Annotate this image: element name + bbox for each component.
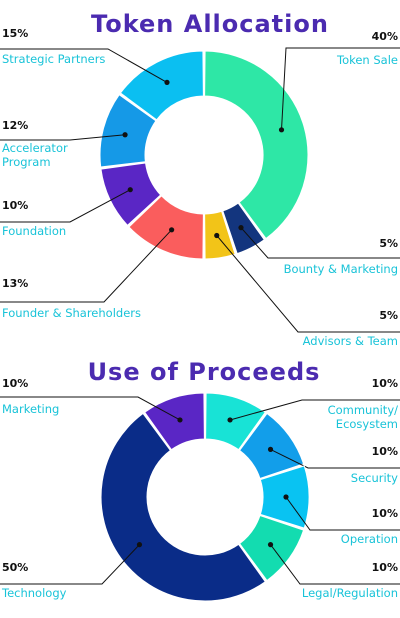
slice-founder-shareholders-leader-line	[0, 229, 172, 303]
chart-title-use-of-proceeds: Use of Proceeds	[88, 358, 321, 386]
slice-technology-category-label: Technology	[1, 586, 67, 600]
slice-technology-leader-line	[0, 544, 140, 585]
slice-legal-regulation-leader-line	[270, 544, 400, 585]
slice-token-sale-leader-line	[281, 47, 400, 130]
slice-community-ecosystem-leader-line	[229, 399, 400, 421]
slice-legal-regulation-category-label: Legal/Regulation	[302, 586, 398, 600]
slice-security-percent-label: 10%	[372, 445, 398, 458]
slice-accelerator-program-percent-label: 12%	[2, 119, 28, 132]
slice-community-ecosystem	[205, 392, 266, 451]
slice-operation-leader-line	[285, 496, 400, 531]
slice-legal-regulation-percent-label: 10%	[372, 561, 398, 574]
slice-advisors-team	[204, 210, 236, 260]
slice-accelerator-program	[99, 94, 157, 168]
slice-foundation-category-label: Foundation	[2, 224, 66, 238]
slice-token-sale	[204, 50, 309, 240]
slice-strategic-partners	[119, 50, 204, 121]
slice-foundation-leader-line	[0, 189, 131, 223]
slice-operation-percent-label: 10%	[372, 507, 398, 520]
slice-advisors-team-percent-label: 5%	[379, 309, 398, 322]
slice-strategic-partners-category-label: Strategic Partners	[2, 52, 105, 66]
use-of-proceeds-chart: 10% Community/Ecosystem 10% Security 10% Oper…	[0, 377, 400, 602]
slice-operation-category-label: Operation	[341, 532, 398, 546]
slice-security-leader-line	[270, 448, 400, 469]
slice-accelerator-program-category-label-line-2: Program	[2, 155, 51, 169]
slice-accelerator-program-marker	[122, 132, 128, 138]
slice-bounty-marketing-leader-line	[240, 227, 400, 259]
slice-marketing	[144, 392, 205, 451]
slice-founder-shareholders-category-label: Founder & Shareholders	[2, 306, 141, 320]
slice-foundation-marker	[127, 187, 133, 193]
slice-security	[238, 412, 305, 480]
slice-foundation	[100, 162, 162, 227]
slice-advisors-team-category-label: Advisors & Team	[303, 334, 398, 348]
slice-marketing-category-label: Marketing	[2, 402, 59, 416]
slice-community-ecosystem-category-label-line-2: Ecosystem	[336, 417, 398, 431]
slice-marketing-leader-line	[0, 396, 181, 421]
slice-foundation-percent-label: 10%	[2, 199, 28, 212]
slice-community-ecosystem-category-label: Community/	[328, 403, 399, 417]
slice-technology	[100, 412, 266, 602]
slice-technology-percent-label: 50%	[2, 561, 28, 574]
slice-advisors-team-leader-line	[216, 235, 400, 333]
slice-founder-shareholders-percent-label: 13%	[2, 277, 28, 290]
slice-bounty-marketing-percent-label: 5%	[379, 237, 398, 250]
slice-bounty-marketing-category-label: Bounty & Marketing	[284, 262, 398, 276]
chart-title-token-allocation: Token Allocation	[91, 10, 329, 38]
slice-strategic-partners-percent-label: 15%	[2, 27, 28, 40]
slice-founder-shareholders	[128, 195, 204, 260]
slice-strategic-partners-leader-line	[0, 48, 168, 83]
slice-token-sale-category-label: Token Sale	[336, 53, 398, 67]
slice-legal-regulation	[238, 514, 305, 582]
slice-accelerator-program-category-label: Accelerator	[2, 141, 68, 155]
slice-security-category-label: Security	[351, 471, 398, 485]
slice-bounty-marketing	[222, 202, 265, 255]
slice-accelerator-program-leader-line	[0, 134, 126, 141]
slice-marketing-percent-label: 10%	[2, 377, 28, 390]
slice-token-sale-percent-label: 40%	[372, 30, 398, 43]
slice-community-ecosystem-percent-label: 10%	[372, 377, 398, 390]
token-allocation-chart: 40% Token Sale 5% Bounty & Marketing 5% Advis…	[0, 27, 400, 348]
